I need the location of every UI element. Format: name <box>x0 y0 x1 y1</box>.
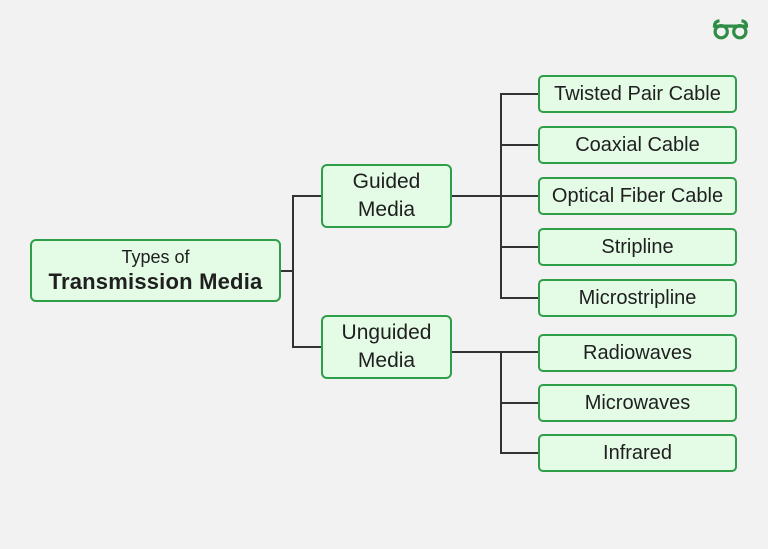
node-stripline: Stripline <box>538 228 737 266</box>
node-optical-fiber-cable: Optical Fiber Cable <box>538 177 737 215</box>
node-microwaves: Microwaves <box>538 384 737 422</box>
node-microstripline: Microstripline <box>538 279 737 317</box>
node-coaxial-cable: Coaxial Cable <box>538 126 737 164</box>
node-radiowaves: Radiowaves <box>538 334 737 372</box>
guided-media-label-line1: Guided <box>352 170 421 193</box>
node-unguided-media: Unguided Media <box>321 315 452 379</box>
node-infrared: Infrared <box>538 434 737 472</box>
node-guided-media: Guided Media <box>321 164 452 228</box>
guided-connector-line <box>451 93 539 299</box>
root-connector-line <box>280 195 322 348</box>
unguided-connector-line <box>451 351 539 454</box>
guided-media-label-line2: Media <box>357 198 416 221</box>
root-label-line2: Transmission Media <box>48 269 263 294</box>
root-label-line1: Types of <box>121 246 190 267</box>
node-types-of-transmission-media: Types of Transmission Media <box>30 239 281 302</box>
node-twisted-pair-cable: Twisted Pair Cable <box>538 75 737 113</box>
unguided-media-label-line1: Unguided <box>341 321 432 344</box>
geeksforgeeks-logo-icon <box>712 19 749 40</box>
unguided-media-label-line2: Media <box>357 349 416 372</box>
